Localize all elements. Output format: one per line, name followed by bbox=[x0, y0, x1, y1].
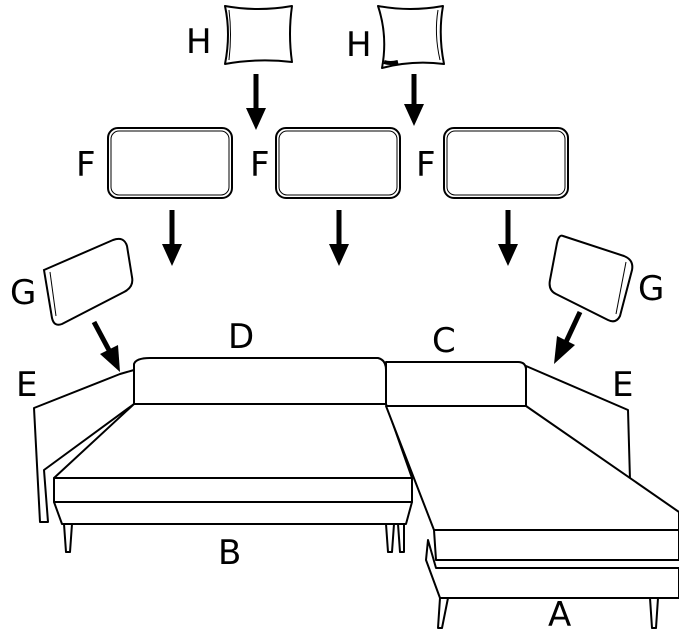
cushion-f-left bbox=[107, 127, 233, 199]
arrow-g-left bbox=[91, 320, 120, 372]
back-c bbox=[385, 361, 527, 407]
label-f-left: F bbox=[76, 145, 96, 185]
arrow-h-right bbox=[404, 74, 424, 126]
label-g-right: G bbox=[638, 269, 664, 309]
arrow-f-right bbox=[498, 210, 518, 266]
label-d: D bbox=[228, 317, 254, 357]
label-h-right: H bbox=[346, 25, 372, 65]
label-a: A bbox=[548, 595, 571, 633]
arrow-h-left bbox=[246, 74, 266, 130]
seat-a bbox=[385, 405, 679, 531]
back-d bbox=[133, 357, 387, 405]
arrow-g-right bbox=[554, 310, 583, 364]
label-e-right: E bbox=[612, 365, 633, 405]
arrows bbox=[91, 74, 583, 372]
label-b: B bbox=[218, 533, 241, 573]
labels: H H F F F G G E E D C B A bbox=[10, 22, 664, 633]
cushion-g-left bbox=[42, 237, 134, 326]
arm-e-left bbox=[33, 369, 135, 523]
sofa-legs bbox=[63, 523, 659, 629]
arrow-f-middle bbox=[329, 210, 349, 266]
label-g-left: G bbox=[10, 273, 36, 313]
label-f-right: F bbox=[416, 145, 436, 185]
pillow-h-left bbox=[224, 5, 293, 65]
label-e-left: E bbox=[16, 365, 37, 405]
sofa bbox=[33, 357, 679, 629]
cushion-f-right bbox=[443, 127, 569, 199]
pillow-h-right bbox=[377, 5, 445, 69]
cushion-g-right bbox=[548, 234, 634, 323]
label-h-left: H bbox=[186, 22, 212, 62]
label-c: C bbox=[432, 321, 456, 361]
arrow-f-left bbox=[162, 210, 182, 266]
cushion-f-middle bbox=[275, 127, 401, 199]
label-f-middle: F bbox=[250, 145, 270, 185]
